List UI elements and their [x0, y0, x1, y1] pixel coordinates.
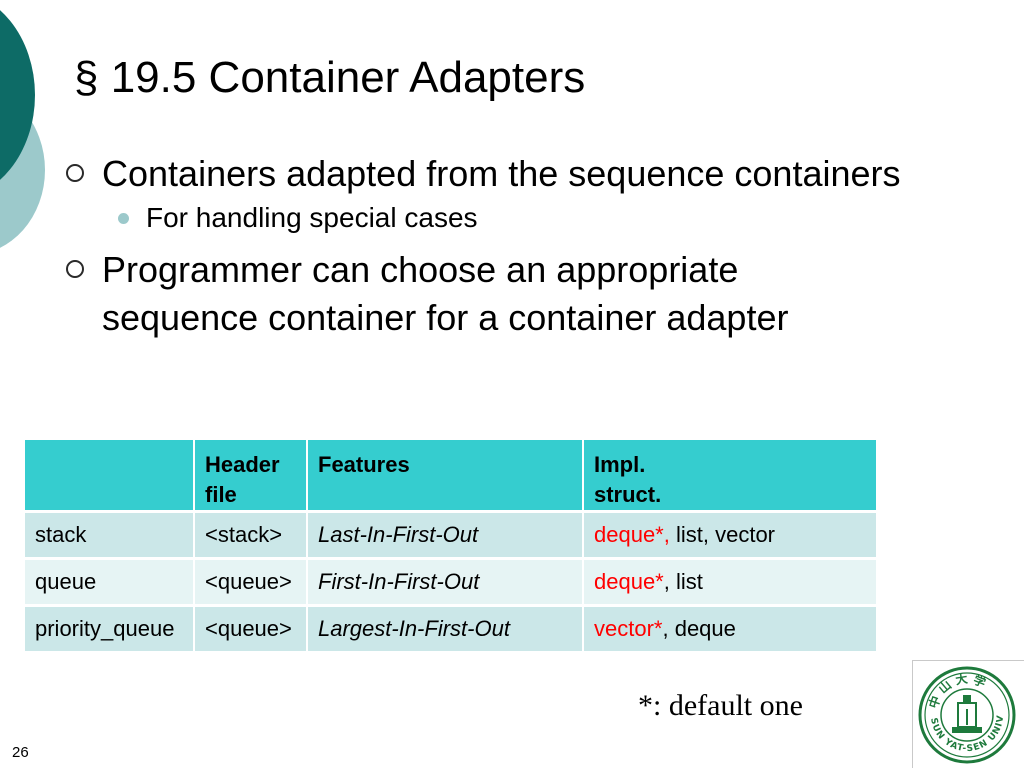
- header-cell-empty: [25, 440, 195, 513]
- bullet-item: Programmer can choose an appropriate seq…: [60, 246, 1010, 342]
- adapter-name: queue: [25, 560, 195, 607]
- bullet-text-line-2: sequence container for a container adapt…: [102, 297, 789, 338]
- default-impl: vector*: [594, 616, 663, 641]
- slide-title: § 19.5 Container Adapters: [74, 53, 586, 102]
- bullet-text-line-1: Programmer can choose an appropriate: [102, 249, 739, 290]
- default-impl: deque*: [594, 569, 664, 594]
- table-header-row: Header file Features Impl. struct.: [25, 440, 876, 513]
- other-impls: , deque: [662, 616, 736, 641]
- other-impls: , list: [663, 569, 703, 594]
- features: Largest-In-First-Out: [308, 607, 584, 654]
- footnote: *: default one: [638, 689, 803, 722]
- table-row: queue <queue> First-In-First-Out deque*,…: [25, 560, 876, 607]
- page-number: 26: [12, 744, 29, 761]
- impl-struct: deque*, list, vector: [584, 513, 876, 560]
- header-cell-features: Features: [308, 440, 584, 513]
- other-impls: list, vector: [669, 522, 776, 547]
- university-logo: SUN YAT-SEN UNIVERSITY 中 山 大 学: [912, 660, 1024, 768]
- decorative-side-shapes: [0, 10, 45, 248]
- header-file: <stack>: [195, 513, 308, 560]
- header-cell-header-file: Header file: [195, 440, 308, 513]
- header-file: <queue>: [195, 607, 308, 654]
- bullet-text: Containers adapted from the sequence con…: [102, 153, 901, 194]
- dot-bullet-icon: [118, 213, 129, 224]
- impl-struct: deque*, list: [584, 560, 876, 607]
- table-row: stack <stack> Last-In-First-Out deque*, …: [25, 513, 876, 560]
- header-file: <queue>: [195, 560, 308, 607]
- table-row: priority_queue <queue> Largest-In-First-…: [25, 607, 876, 654]
- sub-bullet-item: For handling special cases: [60, 200, 1010, 236]
- default-impl-separator: ,: [663, 522, 670, 547]
- hollow-circle-bullet-icon: [66, 260, 84, 278]
- adapter-name: priority_queue: [25, 607, 195, 654]
- adapter-name: stack: [25, 513, 195, 560]
- features: Last-In-First-Out: [308, 513, 584, 560]
- header-cell-impl-struct: Impl. struct.: [584, 440, 876, 513]
- sun-yat-sen-university-seal-icon: SUN YAT-SEN UNIVERSITY 中 山 大 学: [917, 665, 1016, 764]
- features: First-In-First-Out: [308, 560, 584, 607]
- impl-struct: vector*, deque: [584, 607, 876, 654]
- hollow-circle-bullet-icon: [66, 164, 84, 182]
- default-impl: deque*: [594, 522, 664, 547]
- container-adapters-table: Header file Features Impl. struct. stack…: [25, 440, 876, 654]
- bullet-list: Containers adapted from the sequence con…: [60, 150, 1010, 342]
- bullet-item: Containers adapted from the sequence con…: [60, 150, 1010, 198]
- sub-bullet-text: For handling special cases: [146, 202, 478, 233]
